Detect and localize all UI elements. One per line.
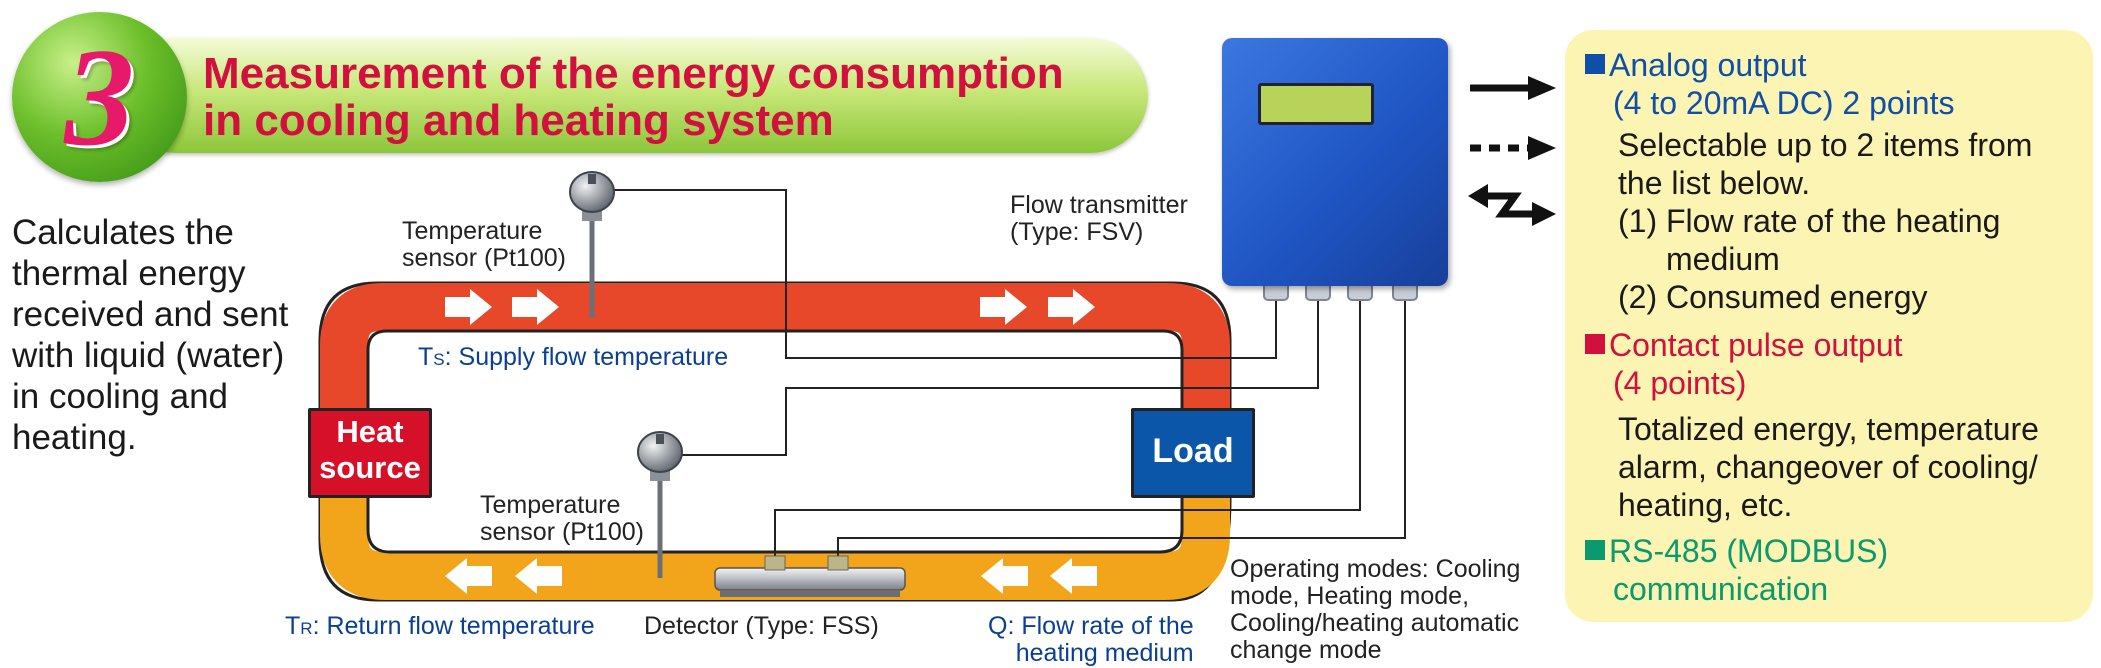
analog-body-line: Selectable up to 2 items from (1618, 127, 2033, 163)
temperature-sensor-bottom (637, 431, 683, 578)
label-line: sensor (Pt100) (480, 518, 644, 546)
label-line: Cooling/heating automatic (1230, 609, 1520, 637)
description-line: thermal energy (12, 254, 246, 293)
description-line: in cooling and (12, 377, 228, 416)
pulse-title-line: (4 points) (1613, 365, 1747, 401)
label-line: Operating modes: Cooling (1230, 555, 1521, 583)
pulse-title-line: Contact pulse output (1609, 327, 1903, 363)
detector-fss (714, 555, 906, 597)
label-line: Temperature (402, 217, 543, 245)
operating-modes-label: Operating modes: Cooling mode, Heating m… (1230, 556, 1520, 664)
flow-rate-label: Q: Flow rate of the heating medium (988, 613, 1194, 667)
heat-source-label-line: source (319, 450, 421, 485)
temperature-sensor-top (569, 171, 615, 318)
supply-subscript: S (433, 350, 445, 369)
title-line-1: Measurement of the energy consumption (203, 49, 1064, 98)
temperature-sensor-bottom-label: Temperature sensor (Pt100) (480, 492, 644, 546)
label-line: change mode (1230, 636, 1382, 664)
step-number: 3 (64, 20, 135, 175)
rs485-title: RS-485 (MODBUS) communication (1585, 532, 1888, 608)
analog-output-body: Selectable up to 2 items from the list b… (1618, 126, 2032, 316)
detector-label: Detector (Type: FSS) (644, 612, 879, 640)
rs485-title-line: RS-485 (MODBUS) (1609, 533, 1889, 569)
analog-body-line: the list below. (1618, 165, 1811, 201)
transmitter-display (1258, 83, 1374, 125)
heat-source-box (308, 408, 432, 498)
return-flow-arrows (445, 558, 1097, 594)
description-line: heating. (12, 418, 137, 457)
heat-source-label-line: Heat (336, 414, 404, 449)
heat-source-label: Heat source (308, 414, 432, 486)
transmitter-label: Flow transmitter (Type: FSV) (1010, 192, 1188, 246)
pulse-body-line: alarm, changeover of cooling/ (1618, 449, 2038, 485)
supply-text: : Supply flow temperature (444, 343, 729, 371)
title-banner (118, 38, 1148, 153)
label-line: heating medium (1015, 639, 1194, 667)
description-line: received and sent (12, 295, 289, 334)
flow-transmitter (1222, 38, 1448, 286)
analog-square-icon (1585, 54, 1605, 74)
supply-pipe (320, 283, 1230, 450)
label-line: mode, Heating mode, (1230, 582, 1470, 610)
analog-body-line: medium (1666, 241, 1780, 277)
output-info-panel (1565, 30, 2093, 622)
t-letter: T (285, 612, 301, 640)
analog-body-line: (1) Flow rate of the heating (1618, 203, 2001, 239)
load-box (1131, 408, 1255, 498)
rs485-title-line: communication (1613, 571, 1829, 607)
rs485-square-icon (1585, 540, 1605, 560)
analog-body-line: (2) Consumed energy (1618, 279, 1928, 315)
temperature-sensor-top-label: Temperature sensor (Pt100) (402, 218, 566, 272)
t-letter: T (418, 343, 434, 371)
pulse-square-icon (1585, 334, 1605, 354)
analog-output-title: Analog output (4 to 20mA DC) 2 points (1585, 46, 1954, 122)
pulse-body-line: Totalized energy, temperature (1618, 411, 2039, 447)
title-line-2: in cooling and heating system (203, 96, 834, 145)
description: Calculates the thermal energy received a… (12, 212, 332, 458)
load-label: Load (1152, 432, 1234, 470)
label-line: (Type: FSV) (1010, 218, 1144, 246)
return-text: : Return flow temperature (312, 612, 595, 640)
step-badge (12, 12, 187, 182)
pulse-output-title: Contact pulse output (4 points) (1585, 326, 1903, 402)
label-line: Flow transmitter (1010, 191, 1188, 219)
label-line: Q: Flow rate of the (988, 612, 1194, 640)
output-arrows (1468, 76, 1556, 226)
return-subscript: R (300, 619, 313, 638)
description-line: Calculates the (12, 213, 234, 252)
analog-title-line: (4 to 20mA DC) 2 points (1613, 85, 1955, 121)
description-line: with liquid (water) (12, 336, 285, 375)
label-line: sensor (Pt100) (402, 244, 566, 272)
supply-temperature-label: TS: Supply flow temperature (418, 344, 728, 373)
return-temperature-label: TR: Return flow temperature (285, 613, 595, 642)
label-line: Temperature (480, 491, 621, 519)
supply-flow-arrows (445, 289, 1095, 325)
signal-wires (612, 189, 1406, 563)
pulse-output-body: Totalized energy, temperature alarm, cha… (1618, 410, 2039, 524)
pulse-body-line: heating, etc. (1618, 487, 1793, 523)
analog-title-line: Analog output (1609, 47, 1807, 83)
